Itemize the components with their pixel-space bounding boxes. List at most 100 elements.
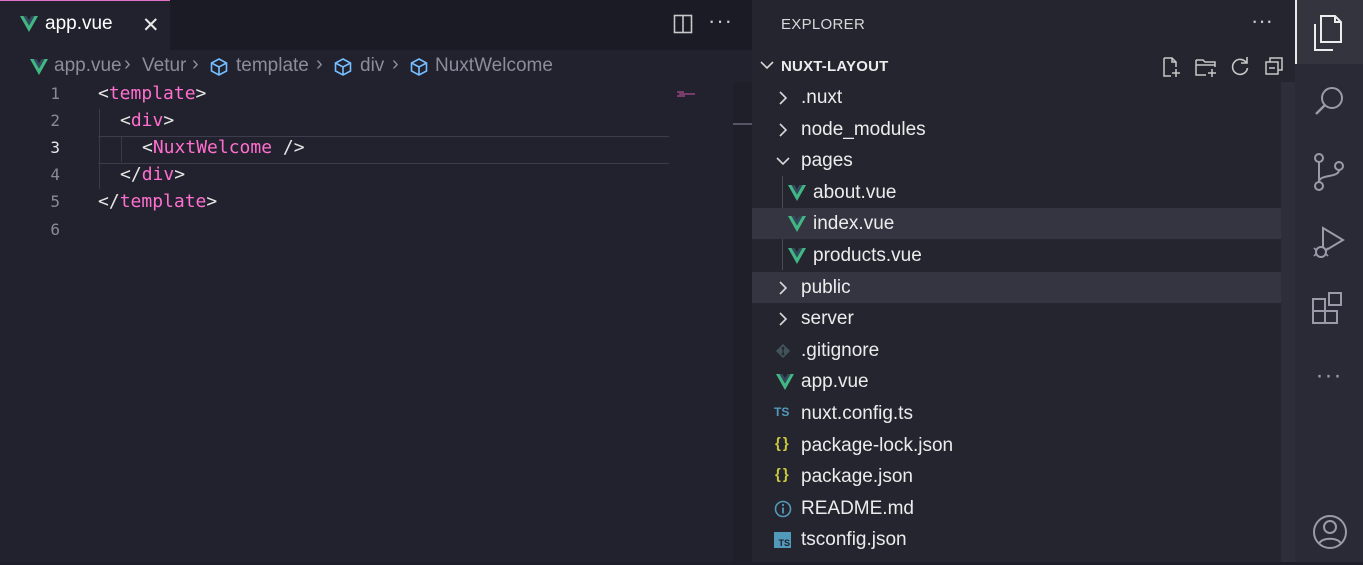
code-line[interactable]: 5 </template> bbox=[0, 190, 752, 217]
git-icon bbox=[775, 343, 791, 364]
line-number: 3 bbox=[50, 138, 60, 157]
code-text: <NuxtWelcome /> bbox=[142, 137, 305, 158]
tree-item-file[interactable]: TS nuxt.config.ts bbox=[752, 398, 1295, 429]
line-number: 6 bbox=[50, 220, 60, 239]
tree-item-label: nuxt.config.ts bbox=[801, 403, 913, 424]
editor-pane: app.vue ✕ ··· app.vue › Vetur › template… bbox=[0, 0, 752, 562]
activity-bar: ··· bbox=[1295, 0, 1363, 562]
tsconfig-icon: TS bbox=[774, 532, 791, 549]
tree-item-file[interactable]: README.md bbox=[752, 493, 1295, 524]
source-control-icon[interactable] bbox=[1295, 144, 1363, 200]
info-icon bbox=[774, 500, 792, 523]
split-editor-icon[interactable] bbox=[673, 14, 693, 39]
minimap[interactable] bbox=[677, 84, 697, 102]
explorer-sidebar: EXPLORER ··· NUXT-LAYOUT .nuxt node_modu… bbox=[752, 0, 1295, 562]
new-folder-icon[interactable] bbox=[1194, 56, 1218, 83]
tree-item-file[interactable]: app.vue bbox=[752, 366, 1295, 397]
more-actions-icon[interactable]: ··· bbox=[708, 8, 733, 33]
active-item-indicator bbox=[1295, 0, 1297, 64]
tree-item-folder[interactable]: node_modules bbox=[752, 114, 1295, 145]
tree-item-file[interactable]: {} package-lock.json bbox=[752, 430, 1295, 461]
json-icon: {} bbox=[775, 466, 791, 484]
breadcrumb-label: app.vue bbox=[54, 55, 122, 76]
tree-item-label: tsconfig.json bbox=[801, 529, 907, 551]
breadcrumb-label: NuxtWelcome bbox=[435, 55, 553, 76]
line-number: 2 bbox=[50, 111, 60, 130]
line-number: 5 bbox=[50, 192, 60, 211]
workspace-section-header[interactable]: NUXT-LAYOUT bbox=[752, 50, 1295, 82]
breadcrumb-item-vetur[interactable]: Vetur bbox=[142, 55, 187, 76]
cube-icon bbox=[410, 58, 428, 76]
run-debug-icon[interactable] bbox=[1295, 214, 1363, 270]
code-line[interactable]: 1 <template> bbox=[0, 82, 752, 109]
tree-item-label: about.vue bbox=[813, 181, 897, 203]
account-icon[interactable] bbox=[1295, 504, 1363, 560]
tree-item-file[interactable]: .gitignore bbox=[752, 335, 1295, 366]
code-text: <div> bbox=[120, 110, 175, 131]
tree-item-label: package.json bbox=[801, 466, 913, 488]
code-line[interactable]: 4 </div> bbox=[0, 163, 752, 190]
indent-guide bbox=[99, 109, 100, 189]
vue-file-icon bbox=[20, 16, 38, 37]
chevron-down-icon bbox=[759, 57, 775, 78]
tree-item-label: pages bbox=[801, 150, 853, 172]
code-text: </div> bbox=[120, 164, 186, 185]
more-icon[interactable]: ··· bbox=[1315, 362, 1343, 389]
more-actions-icon[interactable]: ··· bbox=[1251, 8, 1273, 33]
tree-item-file[interactable]: about.vue bbox=[752, 177, 1295, 208]
tree-item-folder[interactable]: public bbox=[752, 271, 1295, 303]
chevron-right-icon: › bbox=[316, 53, 323, 75]
tree-item-label: README.md bbox=[801, 497, 914, 519]
tree-item-label: app.vue bbox=[801, 371, 869, 393]
chevron-right-icon bbox=[777, 280, 789, 301]
vue-file-icon bbox=[30, 59, 48, 75]
breadcrumb-label: div bbox=[360, 55, 385, 76]
breadcrumb-label: template bbox=[236, 55, 309, 76]
cube-icon bbox=[334, 58, 352, 76]
chevron-right-icon: › bbox=[192, 53, 199, 75]
current-line-highlight bbox=[98, 136, 669, 164]
close-icon[interactable]: ✕ bbox=[142, 14, 160, 37]
tree-item-folder[interactable]: pages bbox=[752, 145, 1295, 176]
json-icon: {} bbox=[775, 434, 791, 452]
tree-item-folder[interactable]: server bbox=[752, 303, 1295, 334]
line-number: 1 bbox=[50, 84, 60, 103]
tree-item-label: index.vue bbox=[813, 213, 895, 235]
sidebar-title: EXPLORER bbox=[781, 16, 866, 33]
tree-item-label: .nuxt bbox=[801, 87, 843, 108]
code-text: </template> bbox=[98, 191, 218, 212]
code-line[interactable]: 6 bbox=[0, 218, 752, 245]
code-line[interactable]: 2 <div> bbox=[0, 109, 752, 136]
chevron-right-icon bbox=[777, 90, 789, 111]
chevron-right-icon: › bbox=[392, 53, 399, 75]
vue-file-icon bbox=[776, 374, 794, 395]
code-text: <template> bbox=[98, 83, 207, 104]
editor-scrollbar[interactable] bbox=[733, 82, 752, 562]
tree-item-label: node_modules bbox=[801, 118, 926, 140]
refresh-icon[interactable] bbox=[1229, 56, 1251, 83]
collapse-all-icon[interactable] bbox=[1264, 56, 1284, 81]
new-file-icon[interactable] bbox=[1160, 56, 1182, 83]
explorer-icon[interactable] bbox=[1295, 4, 1363, 60]
tree-item-file-selected[interactable]: index.vue bbox=[752, 208, 1295, 240]
tree-item-file[interactable]: {} package.json bbox=[752, 461, 1295, 492]
tree-item-file[interactable]: products.vue bbox=[752, 240, 1295, 271]
explorer-scrollbar[interactable] bbox=[1281, 82, 1295, 562]
typescript-icon: TS bbox=[774, 405, 790, 419]
code-line-active[interactable]: 3 <NuxtWelcome /> bbox=[0, 136, 752, 163]
search-icon[interactable] bbox=[1295, 74, 1363, 130]
chevron-right-icon bbox=[777, 122, 789, 143]
tab-bar: app.vue ✕ ··· bbox=[0, 0, 752, 50]
tab-app-vue[interactable]: app.vue ✕ bbox=[0, 0, 170, 50]
indent-guide bbox=[121, 136, 122, 162]
tree-item-label: package-lock.json bbox=[801, 434, 954, 456]
extensions-icon[interactable] bbox=[1295, 284, 1363, 340]
line-number: 4 bbox=[50, 165, 60, 184]
breadcrumb: app.vue › Vetur › template › div › NuxtW… bbox=[0, 50, 752, 82]
workspace-title: NUXT-LAYOUT bbox=[781, 58, 889, 75]
active-item-background bbox=[1295, 0, 1363, 64]
tree-item-folder[interactable]: .nuxt bbox=[752, 82, 1295, 113]
tree-item-file[interactable]: TS tsconfig.json bbox=[752, 524, 1295, 555]
scroll-position-marker bbox=[733, 123, 752, 125]
chevron-right-icon: › bbox=[124, 53, 131, 75]
